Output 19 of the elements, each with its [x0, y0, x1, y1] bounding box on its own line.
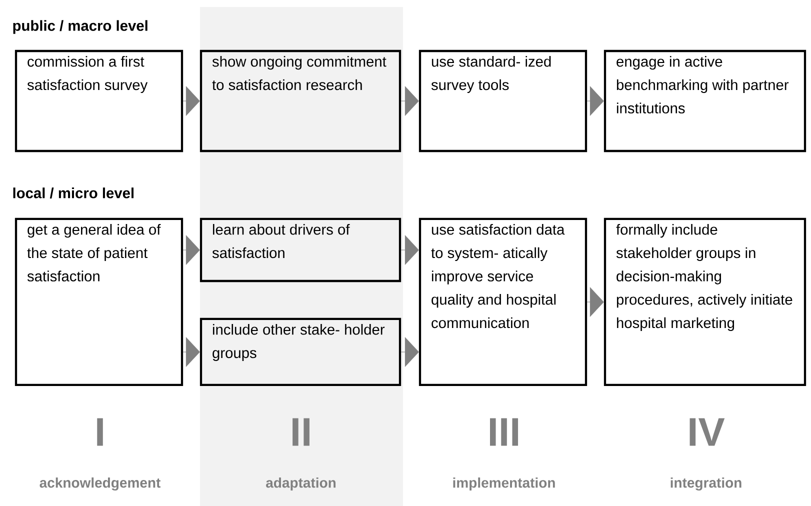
phase-numeral: II — [292, 418, 310, 446]
level-heading: local / micro level — [13, 188, 134, 198]
step-box: use satisfaction data to system- atically improve service quality and hospital communication — [418, 218, 588, 386]
level-heading: public / macro level — [13, 20, 148, 34]
phase-name: adaptation — [266, 477, 336, 491]
phase-numeral: IV — [690, 418, 725, 446]
step-box: learn about drivers of satisfaction — [200, 218, 402, 282]
phase-name: implementation — [453, 477, 555, 491]
phase-name: acknowledgement — [40, 477, 161, 491]
step-box: use standard- ized survey tools — [418, 50, 588, 152]
phase-name: integration — [670, 477, 742, 491]
phase-numeral: III — [490, 418, 518, 446]
step-box: formally include stakeholder groups in decision-making procedures, actively initiate hospital marketing — [604, 218, 806, 386]
step-box: include other stake- holder groups — [200, 318, 402, 386]
step-box: get a general idea of the state of patient satisfaction — [14, 218, 184, 386]
step-box: commission a first satisfaction survey — [14, 50, 184, 152]
phase-numeral: I — [97, 418, 103, 446]
step-box: show ongoing commitment to satisfaction research — [200, 50, 402, 152]
step-box: engage in active benchmarking with partner institutions — [604, 50, 806, 152]
